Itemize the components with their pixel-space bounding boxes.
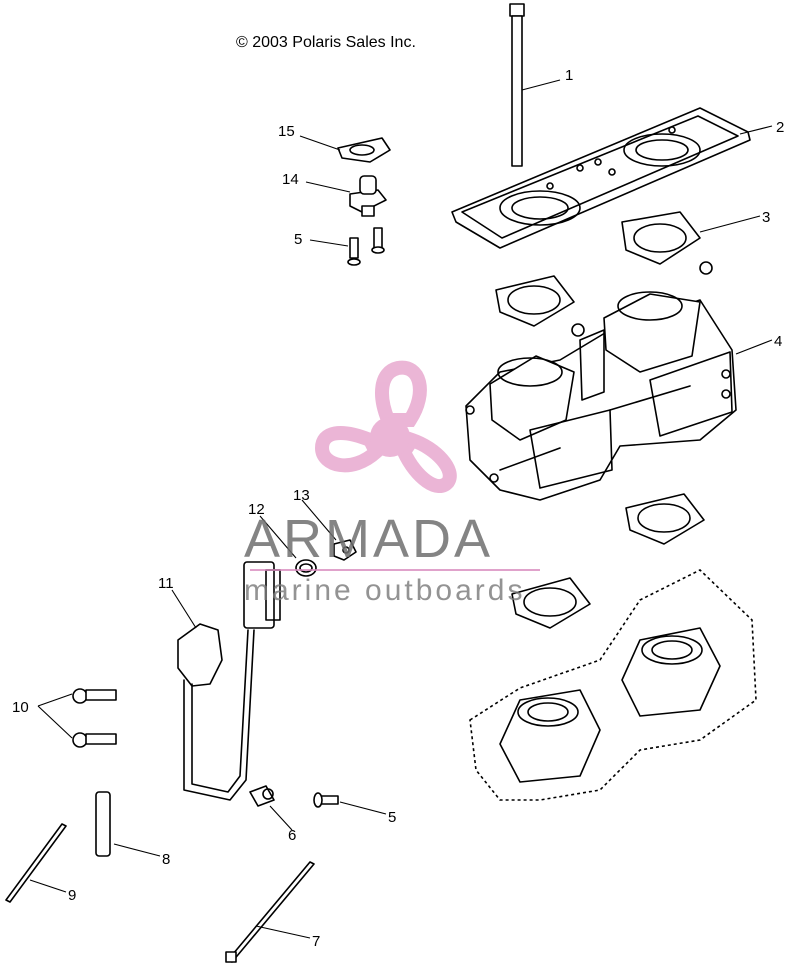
- callout-4: 4: [774, 333, 782, 350]
- part-6-clamp: [249, 785, 275, 807]
- callout-14: 14: [282, 171, 299, 188]
- callout-8: 8: [162, 851, 170, 868]
- callout-6: 6: [288, 827, 296, 844]
- callout-12: 12: [248, 501, 265, 518]
- part-lower-gasket: [511, 493, 705, 629]
- part-10-bolts: [72, 688, 117, 748]
- part-2-cover: [451, 107, 751, 249]
- part-9-cable-tie: [5, 823, 67, 903]
- callout-15: 15: [278, 123, 295, 140]
- callout-3: 3: [762, 209, 770, 226]
- part-15-gasket: [337, 137, 391, 163]
- callout-5-lower: 5: [388, 809, 396, 826]
- part-11-sensor-harness: [177, 561, 281, 801]
- part-8-pin: [95, 791, 111, 857]
- part-12-o-ring: [295, 559, 317, 577]
- leader-lines: [29, 79, 773, 939]
- callout-9: 9: [68, 887, 76, 904]
- callout-labels: 1 2 3 4 15 14 5 12 13 11 10 8 9 7 6 5: [12, 67, 784, 950]
- watermark-title: ARMADA: [244, 509, 494, 569]
- part-4-throttle-body: [465, 261, 737, 501]
- part-5-screws-upper: [347, 227, 385, 266]
- part-13-fitting: [333, 539, 357, 561]
- callout-13: 13: [293, 487, 310, 504]
- callout-7: 7: [312, 933, 320, 950]
- part-7-cable-tie: [225, 861, 315, 963]
- callout-2: 2: [776, 119, 784, 136]
- copyright-text: © 2003 Polaris Sales Inc.: [236, 34, 416, 51]
- callout-1: 1: [565, 67, 573, 84]
- part-5-screw-lower: [313, 792, 339, 808]
- propeller-logo-icon: [314, 360, 457, 493]
- part-1-bolt: [509, 3, 525, 167]
- callout-5-upper: 5: [294, 231, 302, 248]
- part-14-sensor: [349, 175, 387, 217]
- watermark-subtitle: marine outboards: [244, 574, 526, 607]
- callout-10: 10: [12, 699, 29, 716]
- part-3-gasket: [495, 211, 701, 327]
- callout-11: 11: [158, 575, 174, 592]
- part-intake-manifold: [469, 569, 757, 801]
